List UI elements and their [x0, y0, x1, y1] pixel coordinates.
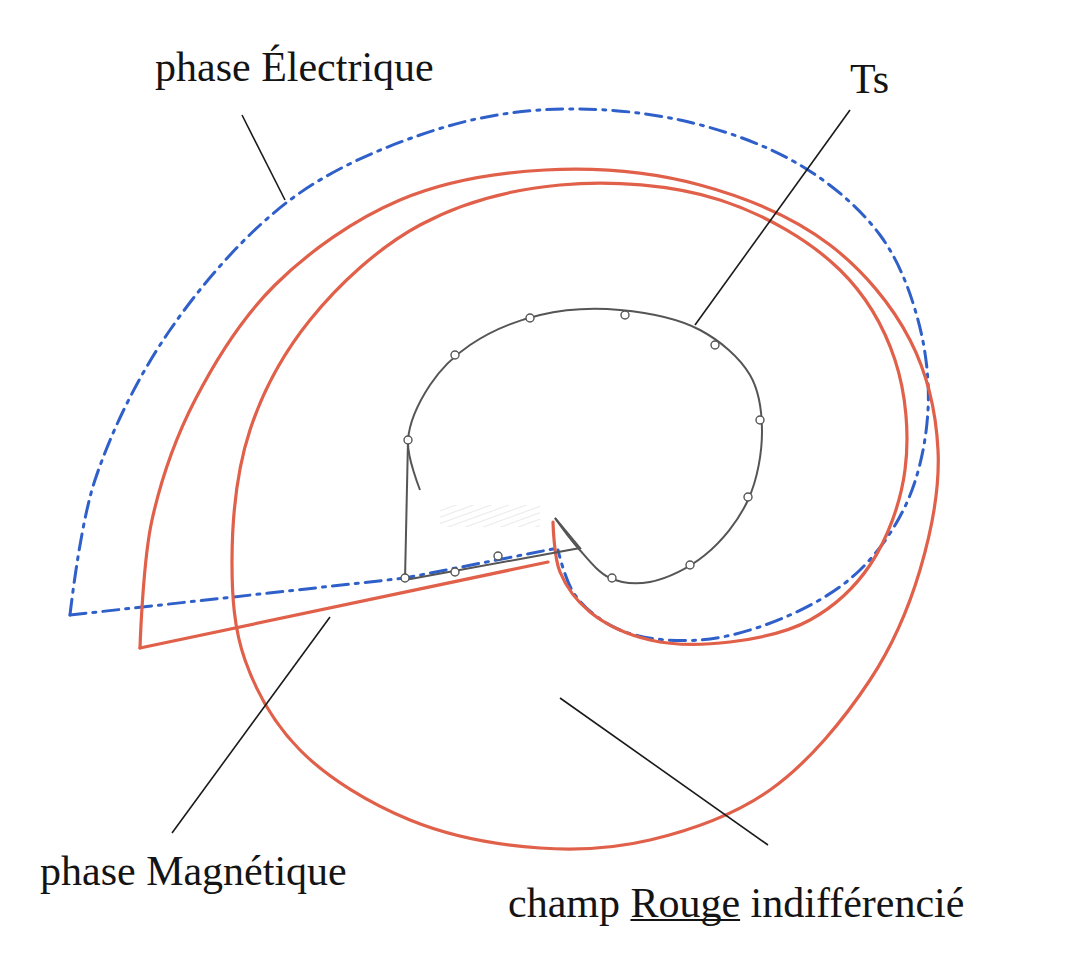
leader-line	[172, 617, 330, 833]
ts-bead	[494, 552, 502, 560]
ts-outline	[405, 440, 408, 580]
label-text: phase Magnétique	[40, 848, 347, 894]
electric-phase-outline	[70, 109, 928, 641]
ts-bead	[744, 493, 752, 501]
ts-bead	[404, 436, 412, 444]
magnetic-phase-edge	[140, 562, 548, 648]
ts-bead	[711, 341, 719, 349]
leader-line	[695, 110, 850, 325]
label-text: champ Rouge indifférencié	[508, 880, 964, 926]
label-text: phase Électrique	[155, 44, 434, 90]
label-text: Ts	[850, 56, 889, 102]
ts-outline	[408, 309, 762, 583]
ts-bead	[608, 574, 616, 582]
leader-line	[560, 698, 768, 845]
leader-line	[242, 115, 285, 200]
ts-bead	[756, 416, 764, 424]
red-spiral-outline	[140, 169, 938, 849]
ts-bead	[526, 314, 534, 322]
hatching	[440, 505, 540, 527]
ts-bead	[451, 351, 459, 359]
ts-bead	[621, 311, 629, 319]
ts-bead	[451, 568, 459, 576]
ts-bead	[686, 561, 694, 569]
ts-outline	[405, 518, 580, 580]
ts-bead	[401, 574, 409, 582]
